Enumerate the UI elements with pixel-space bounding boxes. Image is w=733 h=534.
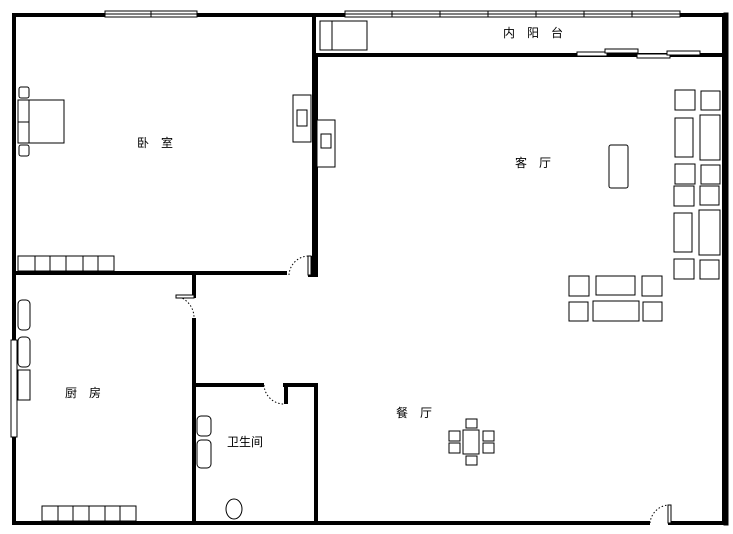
- windows: [10, 10, 701, 438]
- room-label-bathroom: 卫生间: [227, 435, 263, 449]
- doors: [175, 255, 672, 524]
- furniture: [17, 20, 721, 522]
- room-label-dining: 餐 厅: [396, 405, 432, 420]
- room-label-balcony: 内 阳 台: [503, 25, 563, 40]
- room-label-kitchen: 厨 房: [65, 385, 101, 400]
- walls: [12, 12, 729, 526]
- room-label-living: 客 厅: [515, 155, 551, 170]
- room-label-bedroom: 卧 室: [137, 135, 173, 150]
